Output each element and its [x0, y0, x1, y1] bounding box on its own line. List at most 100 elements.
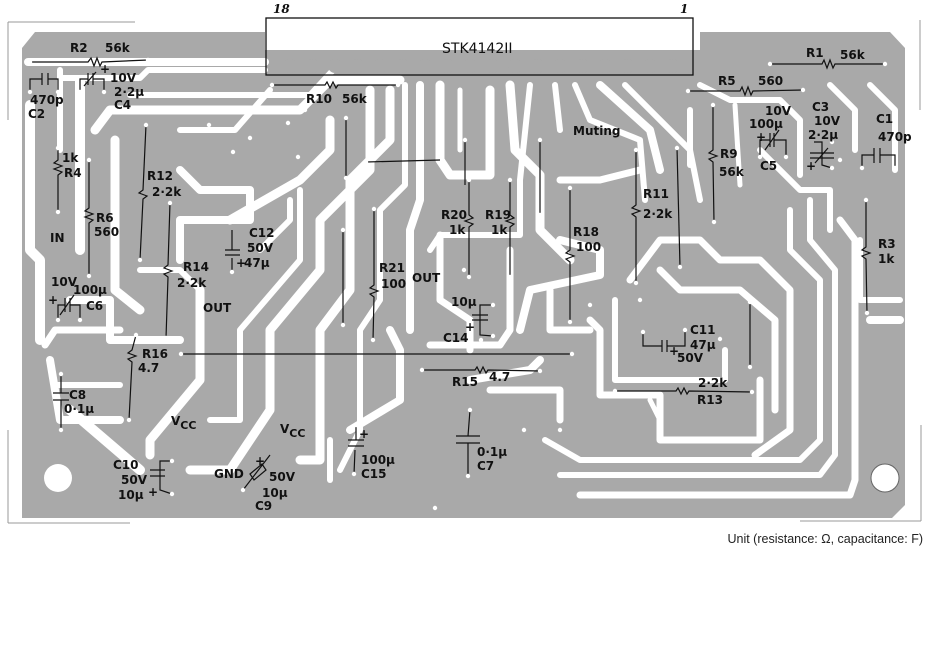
r14-ref: R14 — [183, 260, 209, 274]
solder-pad — [710, 102, 716, 108]
r12-ref: R12 — [147, 169, 173, 183]
r1-ref: R1 — [806, 46, 824, 60]
muting-label: Muting — [573, 124, 620, 138]
r12-value: 2·2k — [152, 185, 182, 199]
r16-value: 4.7 — [138, 361, 159, 375]
ic-pin-18-label: 18 — [273, 2, 290, 16]
c15-value: 100μ — [361, 453, 395, 467]
c2-value: 470p — [30, 93, 64, 107]
mounting-hole-right — [870, 463, 900, 493]
solder-pad — [685, 88, 691, 94]
solder-pad — [747, 364, 753, 370]
solder-pad — [247, 135, 253, 141]
c5-voltage: 10V — [765, 104, 792, 118]
solder-pad — [749, 389, 755, 395]
c1-ref: C1 — [876, 112, 893, 126]
c12-voltage: 50V — [247, 241, 274, 255]
r14-value: 2·2k — [177, 276, 207, 290]
r11-ref: R11 — [643, 187, 669, 201]
r21-ref: R21 — [379, 261, 405, 275]
ic-pin-pad — [575, 59, 590, 73]
solder-pad — [859, 165, 865, 171]
solder-pad — [27, 59, 33, 65]
mounting-hole-left — [44, 464, 72, 492]
c14-ref: C14 — [443, 331, 469, 345]
ic-pads — [283, 59, 680, 73]
solder-pad — [747, 299, 753, 305]
ic-pin-pad — [328, 59, 342, 73]
solder-pad — [55, 145, 61, 151]
ic-pin-pad — [305, 59, 320, 73]
solder-pad — [363, 159, 369, 165]
solder-pad — [677, 264, 683, 270]
solder-pad — [633, 280, 639, 286]
r20-value: 1k — [449, 223, 466, 237]
vcc-center-label: VCC — [280, 422, 305, 440]
solder-pad — [395, 82, 401, 88]
ic-pin-pad — [508, 59, 522, 73]
c6-voltage: 10V — [51, 275, 78, 289]
c7-ref: C7 — [477, 459, 494, 473]
solder-pad — [269, 82, 275, 88]
solder-pad — [167, 200, 173, 206]
solder-pad — [863, 197, 869, 203]
board-outline — [7, 20, 922, 524]
c12-value: 47μ — [244, 256, 270, 270]
solder-pad — [143, 122, 149, 128]
component-wires — [29, 56, 896, 495]
ic-pin-pad — [283, 59, 297, 73]
ic-pin-pad — [665, 59, 680, 73]
solder-pad — [640, 329, 646, 335]
solder-pad — [206, 122, 212, 128]
pcb-layout: 18 1 STK4142II — [7, 2, 922, 524]
solder-pad — [557, 427, 563, 433]
solder-pad — [466, 274, 472, 280]
ic-pin-pad — [440, 59, 455, 73]
r19-value: 1k — [491, 223, 508, 237]
r6-value: 560 — [94, 225, 119, 239]
solder-pad — [343, 115, 349, 121]
c7-value: 0·1μ — [477, 445, 507, 459]
solder-pad — [343, 175, 349, 181]
c9-ref: C9 — [255, 499, 272, 513]
solder-pad — [371, 206, 377, 212]
solder-pads — [27, 57, 898, 511]
r2-ref: R2 — [70, 41, 88, 55]
solder-pad — [101, 89, 107, 95]
solder-pad — [521, 427, 527, 433]
solder-pad — [419, 367, 425, 373]
solder-pad — [240, 487, 246, 493]
c6-ref: C6 — [86, 299, 103, 313]
solder-pad — [302, 107, 308, 113]
c4-ref: C4 — [114, 98, 131, 112]
solder-pad — [507, 177, 513, 183]
c4-plus: + — [100, 62, 110, 76]
ic-package: 18 1 STK4142II — [265, 2, 694, 76]
component-labels: R2 56k 470p C2 + 10V 2·2μ C4 R10 56k R1 … — [28, 41, 912, 513]
out-center-label: OUT — [412, 271, 441, 285]
c11-ref: C11 — [690, 323, 716, 337]
c11-plus: + — [669, 344, 679, 358]
solder-pad — [27, 89, 33, 95]
solder-pad — [537, 368, 543, 374]
solder-pad — [682, 327, 688, 333]
c5-ref: C5 — [760, 159, 777, 173]
solder-pad — [467, 407, 473, 413]
c8-ref: C8 — [69, 388, 86, 402]
solder-pad — [58, 371, 64, 377]
ic-pin-pad — [620, 59, 635, 73]
solder-pad — [892, 165, 898, 171]
solder-pad — [58, 427, 64, 433]
vcc-left-v: V — [171, 414, 181, 428]
vcc-center-v: V — [280, 422, 290, 436]
solder-pad — [461, 267, 467, 273]
ic-pin-pad — [598, 59, 612, 73]
r18-value: 100 — [576, 240, 601, 254]
solder-pad — [126, 417, 132, 423]
r9-value: 56k — [719, 165, 745, 179]
solder-pad — [837, 157, 843, 163]
solder-pad — [490, 333, 496, 339]
ic-part-number: STK4142II — [442, 41, 513, 57]
c15-ref: C15 — [361, 467, 387, 481]
c14-plus: + — [465, 320, 475, 334]
